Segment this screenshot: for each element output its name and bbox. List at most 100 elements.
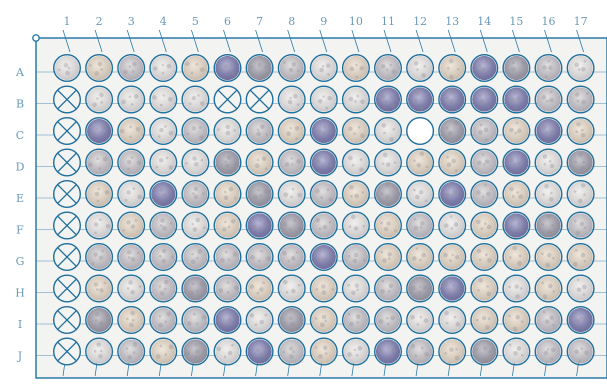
core-B15[interactable] <box>503 86 530 113</box>
core-G5[interactable] <box>182 244 209 271</box>
core-missing-I1[interactable] <box>54 307 81 334</box>
core-B2[interactable] <box>86 86 113 113</box>
core-J13[interactable] <box>439 338 466 365</box>
core-B9[interactable] <box>311 86 338 113</box>
core-C2[interactable] <box>86 118 113 145</box>
core-A7[interactable] <box>246 55 273 82</box>
core-F6[interactable] <box>214 212 241 239</box>
core-C14[interactable] <box>471 118 498 145</box>
core-A8[interactable] <box>278 55 305 82</box>
core-F4[interactable] <box>150 212 177 239</box>
core-E3[interactable] <box>118 181 145 208</box>
core-I11[interactable] <box>375 307 402 334</box>
core-G8[interactable] <box>278 244 305 271</box>
core-J7[interactable] <box>246 338 273 365</box>
core-G9[interactable] <box>311 244 338 271</box>
core-B17[interactable] <box>567 86 594 113</box>
core-H12[interactable] <box>407 275 434 302</box>
core-D5[interactable] <box>182 149 209 176</box>
core-I7[interactable] <box>246 307 273 334</box>
core-F3[interactable] <box>118 212 145 239</box>
core-G4[interactable] <box>150 244 177 271</box>
core-E12[interactable] <box>407 181 434 208</box>
core-I4[interactable] <box>150 307 177 334</box>
core-D4[interactable] <box>150 149 177 176</box>
core-C9[interactable] <box>311 118 338 145</box>
core-missing-B1[interactable] <box>54 86 81 113</box>
core-A10[interactable] <box>343 55 370 82</box>
core-D8[interactable] <box>278 149 305 176</box>
core-missing-B7[interactable] <box>246 86 273 113</box>
core-I12[interactable] <box>407 307 434 334</box>
core-G13[interactable] <box>439 244 466 271</box>
core-F12[interactable] <box>407 212 434 239</box>
core-J17[interactable] <box>567 338 594 365</box>
core-E6[interactable] <box>214 181 241 208</box>
core-F9[interactable] <box>311 212 338 239</box>
core-F7[interactable] <box>246 212 273 239</box>
core-D2[interactable] <box>86 149 113 176</box>
core-C4[interactable] <box>150 118 177 145</box>
core-H10[interactable] <box>343 275 370 302</box>
core-H8[interactable] <box>278 275 305 302</box>
core-G7[interactable] <box>246 244 273 271</box>
core-I6[interactable] <box>214 307 241 334</box>
core-F2[interactable] <box>86 212 113 239</box>
core-G15[interactable] <box>503 244 530 271</box>
core-I8[interactable] <box>278 307 305 334</box>
core-E5[interactable] <box>182 181 209 208</box>
core-G17[interactable] <box>567 244 594 271</box>
core-A9[interactable] <box>311 55 338 82</box>
core-F10[interactable] <box>343 212 370 239</box>
core-A3[interactable] <box>118 55 145 82</box>
core-empty-C12[interactable] <box>407 118 434 145</box>
core-F14[interactable] <box>471 212 498 239</box>
core-missing-E1[interactable] <box>54 181 81 208</box>
core-A14[interactable] <box>471 55 498 82</box>
core-A6[interactable] <box>214 55 241 82</box>
core-I5[interactable] <box>182 307 209 334</box>
core-G16[interactable] <box>535 244 562 271</box>
core-C15[interactable] <box>503 118 530 145</box>
core-H3[interactable] <box>118 275 145 302</box>
core-missing-F1[interactable] <box>54 212 81 239</box>
core-D3[interactable] <box>118 149 145 176</box>
core-J2[interactable] <box>86 338 113 365</box>
core-D15[interactable] <box>503 149 530 176</box>
core-G12[interactable] <box>407 244 434 271</box>
core-C16[interactable] <box>535 118 562 145</box>
core-I13[interactable] <box>439 307 466 334</box>
core-J9[interactable] <box>311 338 338 365</box>
core-G3[interactable] <box>118 244 145 271</box>
core-H6[interactable] <box>214 275 241 302</box>
core-A17[interactable] <box>567 55 594 82</box>
core-C7[interactable] <box>246 118 273 145</box>
core-C3[interactable] <box>118 118 145 145</box>
core-I16[interactable] <box>535 307 562 334</box>
core-H9[interactable] <box>311 275 338 302</box>
core-H2[interactable] <box>86 275 113 302</box>
core-D16[interactable] <box>535 149 562 176</box>
core-F16[interactable] <box>535 212 562 239</box>
core-I3[interactable] <box>118 307 145 334</box>
core-I14[interactable] <box>471 307 498 334</box>
core-B12[interactable] <box>407 86 434 113</box>
core-J10[interactable] <box>343 338 370 365</box>
core-A1[interactable] <box>54 55 81 82</box>
core-B13[interactable] <box>439 86 466 113</box>
core-J16[interactable] <box>535 338 562 365</box>
core-E10[interactable] <box>343 181 370 208</box>
core-B3[interactable] <box>118 86 145 113</box>
core-missing-G1[interactable] <box>54 244 81 271</box>
core-G10[interactable] <box>343 244 370 271</box>
core-E8[interactable] <box>278 181 305 208</box>
core-C6[interactable] <box>214 118 241 145</box>
core-A11[interactable] <box>375 55 402 82</box>
core-J5[interactable] <box>182 338 209 365</box>
core-F5[interactable] <box>182 212 209 239</box>
core-H15[interactable] <box>503 275 530 302</box>
core-D6[interactable] <box>214 149 241 176</box>
core-G11[interactable] <box>375 244 402 271</box>
core-A13[interactable] <box>439 55 466 82</box>
core-I10[interactable] <box>343 307 370 334</box>
